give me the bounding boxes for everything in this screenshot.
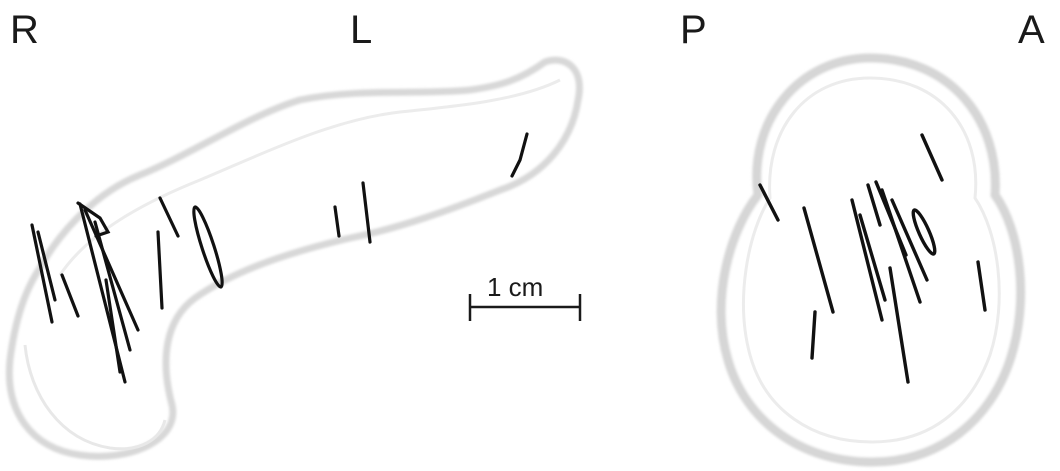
cross-section-outline [721, 58, 1021, 462]
orientation-label-posterior: P [680, 10, 707, 50]
orientation-label-left: L [350, 10, 372, 50]
orientation-label-right: R [10, 10, 39, 50]
orientation-label-anterior: A [1018, 10, 1045, 50]
scale-bar-label: 1 cm [487, 274, 543, 300]
anterior-posterior-view [721, 58, 1021, 462]
lateral-view [9, 60, 579, 456]
